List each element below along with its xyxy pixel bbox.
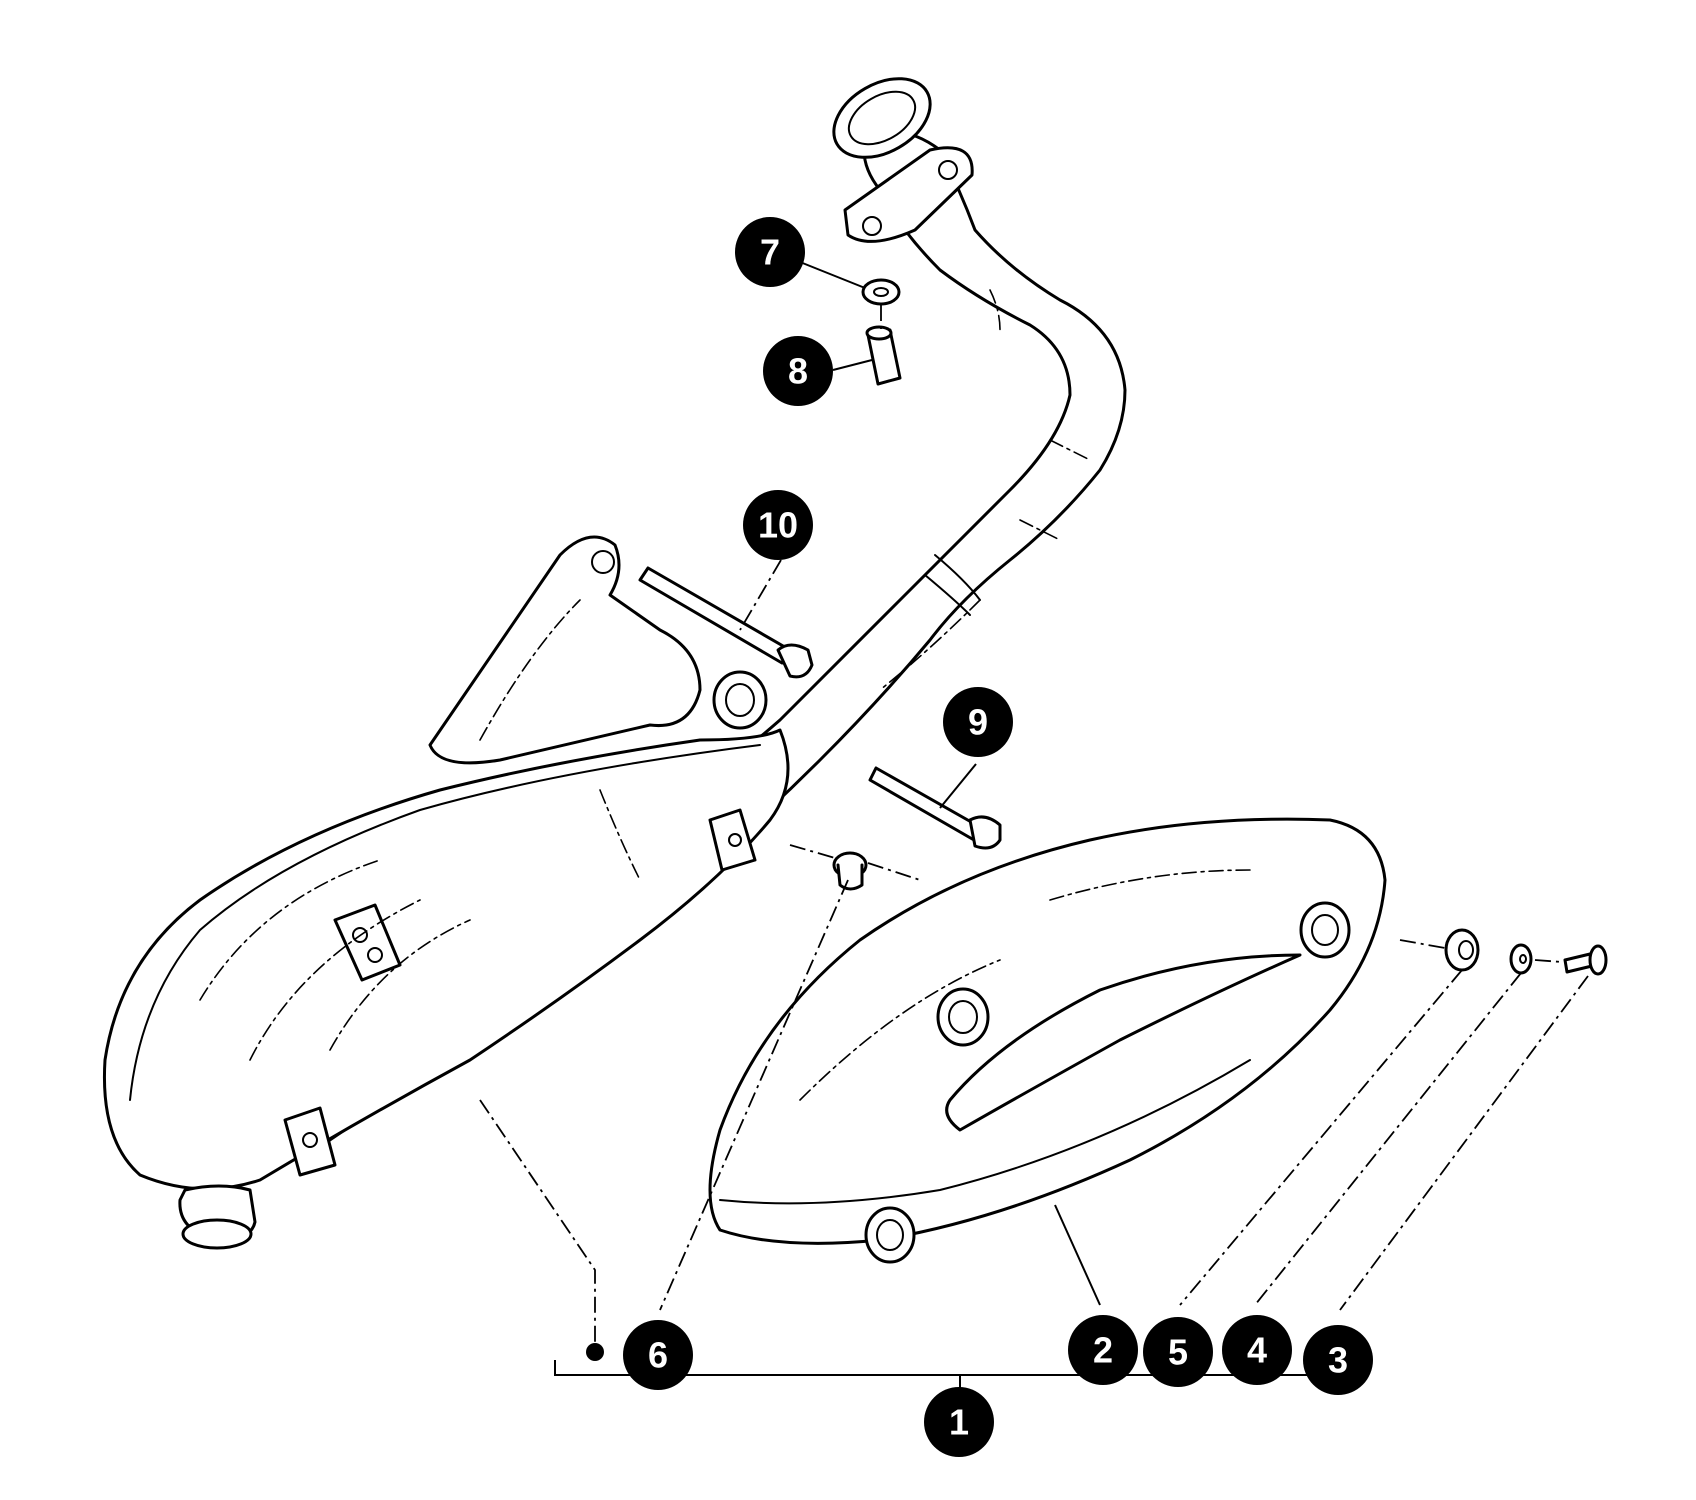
sleeve-8 [865, 325, 902, 386]
callout-6: 6 [623, 1320, 693, 1390]
callout-8: 8 [763, 336, 833, 406]
callout-4: 4 [1222, 1315, 1292, 1385]
leader-lines [479, 261, 1589, 1390]
washer-4 [1509, 943, 1533, 975]
bolt-9 [868, 766, 1002, 850]
mounting-bracket [428, 535, 768, 765]
callout-9: 9 [943, 687, 1013, 757]
callout-7-label: 7 [760, 232, 780, 273]
washer-7 [861, 278, 901, 306]
callout-3: 3 [1303, 1325, 1373, 1395]
callout-10-label: 10 [758, 505, 798, 546]
callout-1-label: 1 [949, 1402, 969, 1443]
heat-shield [708, 817, 1387, 1264]
callout-6-label: 6 [648, 1335, 668, 1376]
callout-2-label: 2 [1093, 1330, 1113, 1371]
grommet-5 [1444, 928, 1480, 972]
callout-3-label: 3 [1328, 1340, 1348, 1381]
callout-2: 2 [1068, 1315, 1138, 1385]
callout-5: 5 [1143, 1317, 1213, 1387]
callout-9-label: 9 [968, 702, 988, 743]
callout-4-label: 4 [1247, 1330, 1267, 1371]
callout-10: 10 [743, 490, 813, 560]
muffler-body [102, 728, 790, 1250]
callout-1: 1 [924, 1387, 994, 1457]
screw-3 [1563, 944, 1608, 976]
bolt-10 [638, 566, 814, 679]
callout-8-label: 8 [788, 351, 808, 392]
callout-7: 7 [735, 217, 805, 287]
callout-5-label: 5 [1168, 1332, 1188, 1373]
nut-6 [832, 851, 868, 891]
